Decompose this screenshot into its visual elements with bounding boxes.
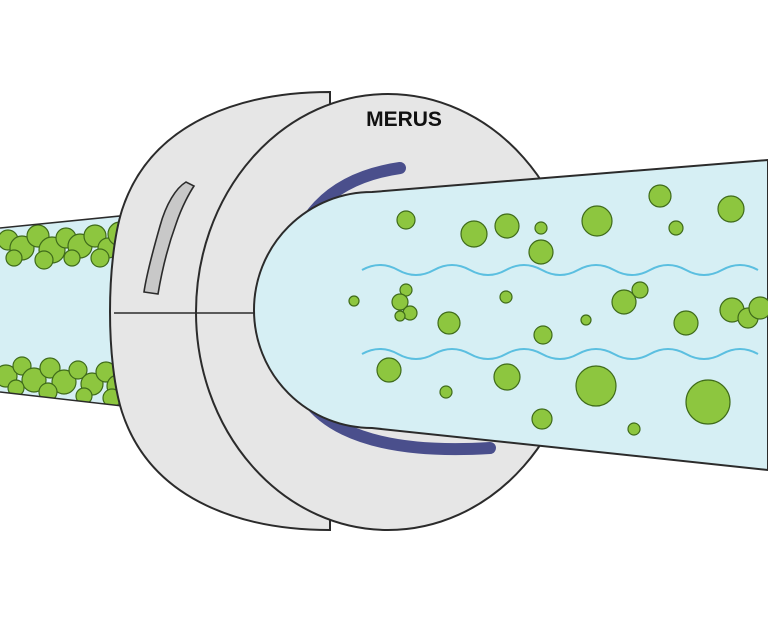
outlet-particles: [348, 184, 768, 436]
brand-label: MERUS: [366, 108, 442, 131]
inlet-pipe-bottom-edge: [0, 391, 141, 409]
outlet-pipe-body: [253, 158, 768, 472]
inlet-pipe: [0, 213, 141, 409]
flow-wave-lower: [361, 348, 759, 360]
flow-wave-upper: [361, 264, 759, 276]
inlet-pipe-top-edge: [0, 213, 141, 229]
ring-window-slot: [143, 181, 196, 295]
outlet-pipe: [253, 158, 768, 472]
